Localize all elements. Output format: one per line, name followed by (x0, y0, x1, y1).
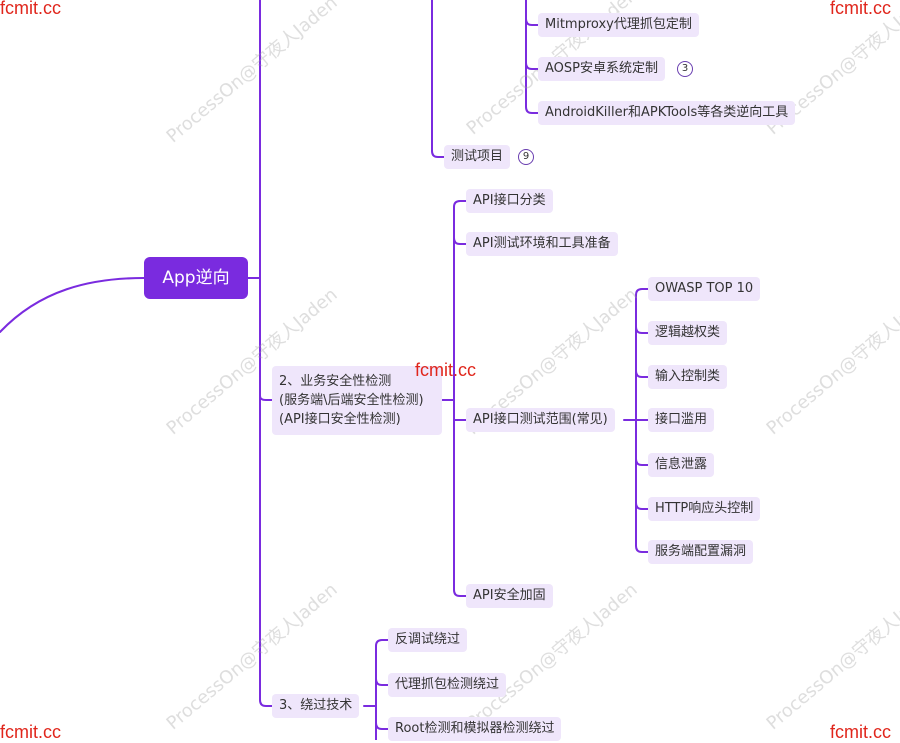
site-watermark: fcmit.cc (415, 360, 476, 380)
link-api-env (453, 237, 467, 245)
node-server-config[interactable]: 服务端配置漏洞 (648, 540, 754, 564)
link-scope-2 (635, 326, 649, 334)
node-input-control[interactable]: 输入控制类 (648, 365, 728, 389)
scope-trunk (635, 288, 649, 553)
tools-trunk (525, 0, 539, 114)
section2-trunk (453, 200, 467, 597)
node-info-leak[interactable]: 信息泄露 (648, 453, 715, 477)
child-count-badge[interactable]: 3 (677, 61, 693, 77)
main-trunk (259, 0, 273, 707)
node-line: 2、业务安全性检测 (279, 374, 392, 389)
link-scope-5 (635, 458, 649, 466)
node-proxy-detect[interactable]: 代理抓包检测绕过 (388, 673, 507, 697)
top-trunk (431, 0, 445, 158)
node-logic-privilege[interactable]: 逻辑越权类 (648, 321, 728, 345)
node-reverse-tools[interactable]: AndroidKiller和APKTools等各类逆向工具 (538, 101, 796, 125)
node-api-abuse[interactable]: 接口滥用 (648, 408, 715, 432)
site-watermark: fcmit.cc (0, 722, 61, 742)
site-watermark: fcmit.cc (0, 0, 61, 18)
site-watermark: fcmit.cc (830, 722, 891, 742)
child-count-badge[interactable]: 9 (518, 149, 534, 165)
node-api-category[interactable]: API接口分类 (466, 189, 553, 213)
trunk-to-section2 (259, 395, 273, 401)
node-api-hardening[interactable]: API安全加固 (466, 584, 553, 608)
tools-link-mitm (525, 18, 539, 26)
node-anti-debug[interactable]: 反调试绕过 (388, 628, 468, 652)
link-sec3-3 (375, 722, 389, 730)
node-test-items[interactable]: 测试项目 (444, 145, 511, 169)
node-aosp[interactable]: AOSP安卓系统定制 (538, 57, 665, 81)
tools-link-aosp (525, 62, 539, 70)
node-api-env[interactable]: API测试环境和工具准备 (466, 232, 618, 256)
node-api-scope[interactable]: API接口测试范围(常见) (466, 408, 615, 432)
node-line: (API接口安全性检测) (279, 412, 401, 427)
node-bypass-tech[interactable]: 3、绕过技术 (272, 694, 360, 718)
node-line: (服务端\后端安全性检测) (279, 393, 424, 408)
root-node[interactable]: App逆向 (144, 257, 248, 299)
node-root-detect[interactable]: Root检测和模拟器检测绕过 (388, 717, 562, 741)
node-http-headers[interactable]: HTTP响应头控制 (648, 497, 761, 521)
node-business-security[interactable]: 2、业务安全性检测 (服务端\后端安全性检测) (API接口安全性检测) (272, 366, 442, 435)
node-mitmproxy[interactable]: Mitmproxy代理抓包定制 (538, 13, 699, 37)
root-incoming-connector (0, 277, 145, 333)
site-watermark: fcmit.cc (830, 0, 891, 18)
section3-trunk (375, 639, 389, 740)
link-scope-3 (635, 370, 649, 378)
node-owasp[interactable]: OWASP TOP 10 (648, 277, 761, 301)
link-scope-6 (635, 502, 649, 510)
link-sec3-2 (375, 678, 389, 686)
